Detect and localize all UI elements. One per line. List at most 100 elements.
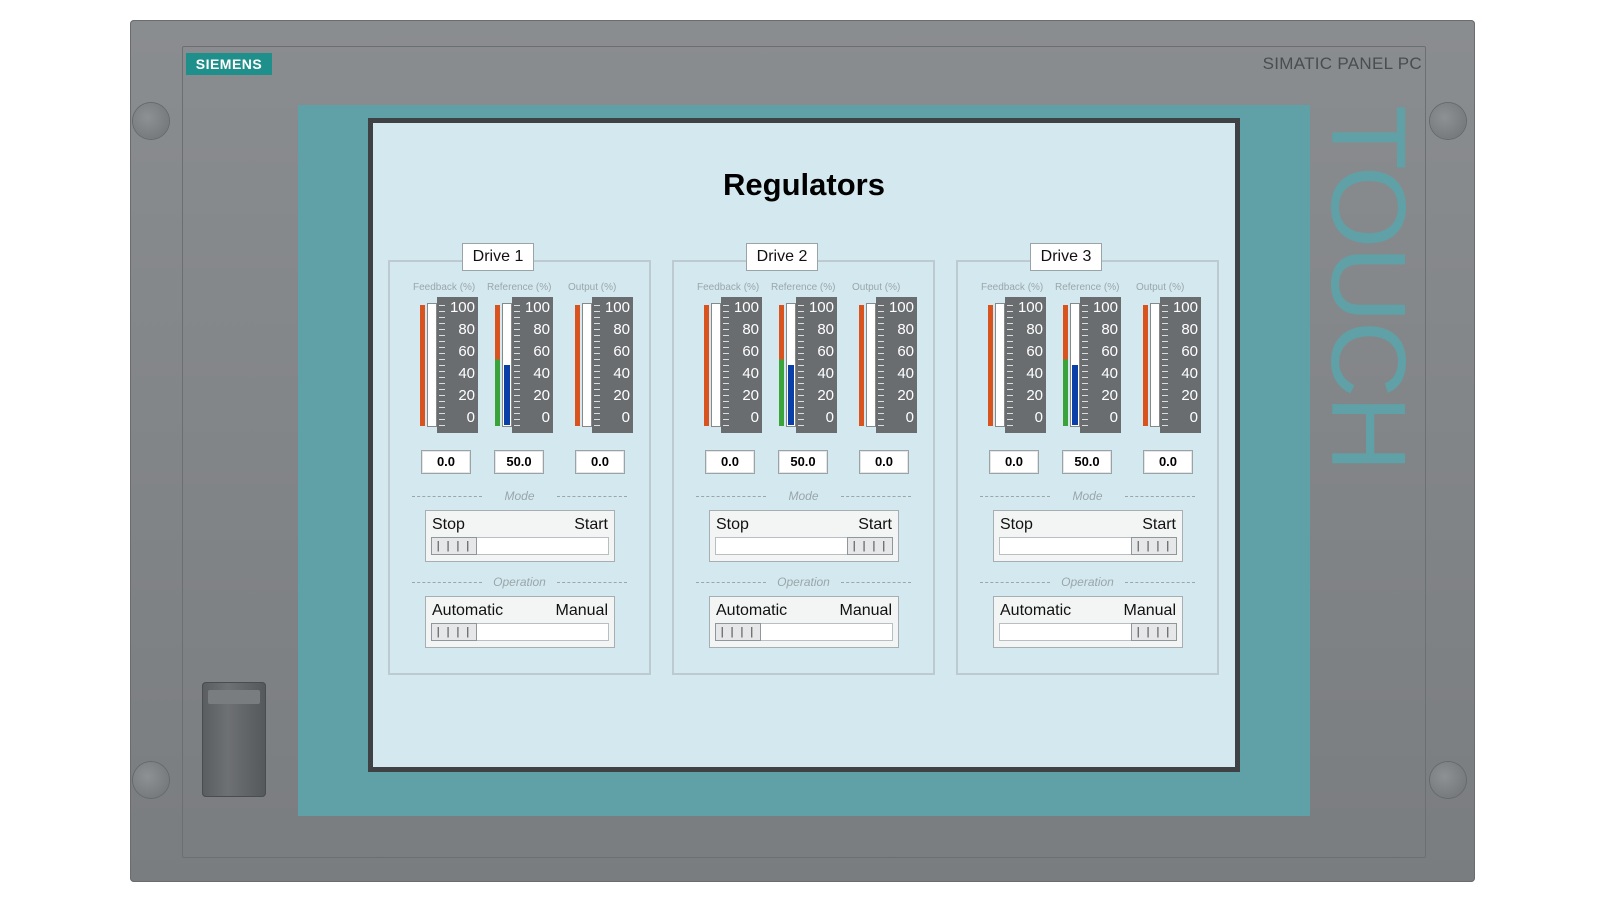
scale-tick-label: 100 (888, 299, 914, 316)
operation-switch-thumb[interactable]: | | | | (1131, 623, 1177, 641)
mode-switch-track[interactable]: | | | | (999, 537, 1177, 555)
scale-tick-label: 20 (533, 387, 550, 404)
mode-left-label: Stop (716, 516, 749, 533)
gauge-label: Output (%) (852, 282, 901, 293)
scale-tick-label: 0 (750, 409, 759, 426)
scale-tick-label: 0 (905, 409, 914, 426)
scale-tick-label: 40 (1026, 365, 1043, 382)
scale-tick-label: 80 (897, 321, 914, 338)
limit-bar (1063, 305, 1068, 426)
scale-tick-label: 80 (458, 321, 475, 338)
mounting-knob-top-right (1430, 103, 1466, 139)
scale-tick-label: 20 (1026, 387, 1043, 404)
operation-right-label: Manual (1123, 602, 1176, 619)
scale-tick-label: 20 (1181, 387, 1198, 404)
operation-switch-thumb[interactable]: | | | | (431, 623, 477, 641)
gauge-tube (502, 303, 512, 427)
mode-switch[interactable]: Stop Start | | | | (425, 510, 615, 562)
gauge-tube (866, 303, 876, 427)
scale-ticks (1007, 305, 1013, 426)
scale-tick-label: 0 (466, 409, 475, 426)
operation-switch-track[interactable]: | | | | (431, 623, 609, 641)
mounting-knob-top-left (133, 103, 169, 139)
scale-tick-label: 100 (604, 299, 630, 316)
value-display: 0.0 (705, 450, 755, 474)
mode-section-label: Mode (958, 489, 1217, 503)
siemens-logo: SIEMENS (186, 53, 272, 75)
mode-switch-thumb[interactable]: | | | | (431, 537, 477, 555)
scale-tick-label: 40 (817, 365, 834, 382)
operation-switch[interactable]: Automatic Manual | | | | (709, 596, 899, 648)
mode-right-label: Start (858, 516, 892, 533)
limit-bar (495, 305, 500, 426)
scale-tick-label: 40 (613, 365, 630, 382)
scale-tick-label: 60 (897, 343, 914, 360)
gauge-label: Reference (%) (487, 282, 552, 293)
scale-tick-label: 20 (613, 387, 630, 404)
scale-tick-label: 0 (1189, 409, 1198, 426)
scale-ticks (798, 305, 804, 426)
page-title: Regulators (723, 167, 885, 202)
bezel-inner-frame (182, 46, 1426, 858)
mode-right-label: Start (574, 516, 608, 533)
operation-right-label: Manual (839, 602, 892, 619)
mode-switch-thumb[interactable]: | | | | (1131, 537, 1177, 555)
operation-left-label: Automatic (1000, 602, 1072, 619)
scale-tick-label: 80 (1101, 321, 1118, 338)
limit-bar (988, 305, 993, 426)
gauge-tube (1150, 303, 1160, 427)
mode-switch-track[interactable]: | | | | (715, 537, 893, 555)
usb-port-cover[interactable] (202, 682, 266, 797)
touch-label: TOUCH (1309, 105, 1427, 470)
scale-ticks (439, 305, 445, 426)
scale-tick-label: 60 (613, 343, 630, 360)
scale-tick-label: 40 (897, 365, 914, 382)
gauge-tube (427, 303, 437, 427)
value-display: 50.0 (494, 450, 544, 474)
mode-left-label: Stop (1000, 516, 1033, 533)
scale-ticks (594, 305, 600, 426)
gauge-tube (711, 303, 721, 427)
mode-switch-track[interactable]: | | | | (431, 537, 609, 555)
scale-tick-label: 80 (742, 321, 759, 338)
mode-switch-thumb[interactable]: | | | | (847, 537, 893, 555)
operation-switch-track[interactable]: | | | | (715, 623, 893, 641)
gauge-tube (582, 303, 592, 427)
operation-switch[interactable]: Automatic Manual | | | | (993, 596, 1183, 648)
operation-switch-track[interactable]: | | | | (999, 623, 1177, 641)
scale-tick-label: 80 (1181, 321, 1198, 338)
operation-right-label: Manual (555, 602, 608, 619)
scale-tick-label: 20 (817, 387, 834, 404)
scale-tick-label: 40 (1181, 365, 1198, 382)
mode-section-label: Mode (674, 489, 933, 503)
mode-left-label: Stop (432, 516, 465, 533)
value-display: 0.0 (575, 450, 625, 474)
operation-left-label: Automatic (716, 602, 788, 619)
value-display: 0.0 (989, 450, 1039, 474)
mode-switch[interactable]: Stop Start | | | | (709, 510, 899, 562)
scale-tick-label: 100 (524, 299, 550, 316)
value-display: 50.0 (1062, 450, 1112, 474)
gauge-tube (786, 303, 796, 427)
gauge-fill (1072, 365, 1078, 425)
value-display: 0.0 (1143, 450, 1193, 474)
scale-tick-label: 60 (533, 343, 550, 360)
operation-switch-thumb[interactable]: | | | | (715, 623, 761, 641)
scale-tick-label: 100 (449, 299, 475, 316)
scale-tick-label: 60 (1181, 343, 1198, 360)
scale-tick-label: 40 (533, 365, 550, 382)
